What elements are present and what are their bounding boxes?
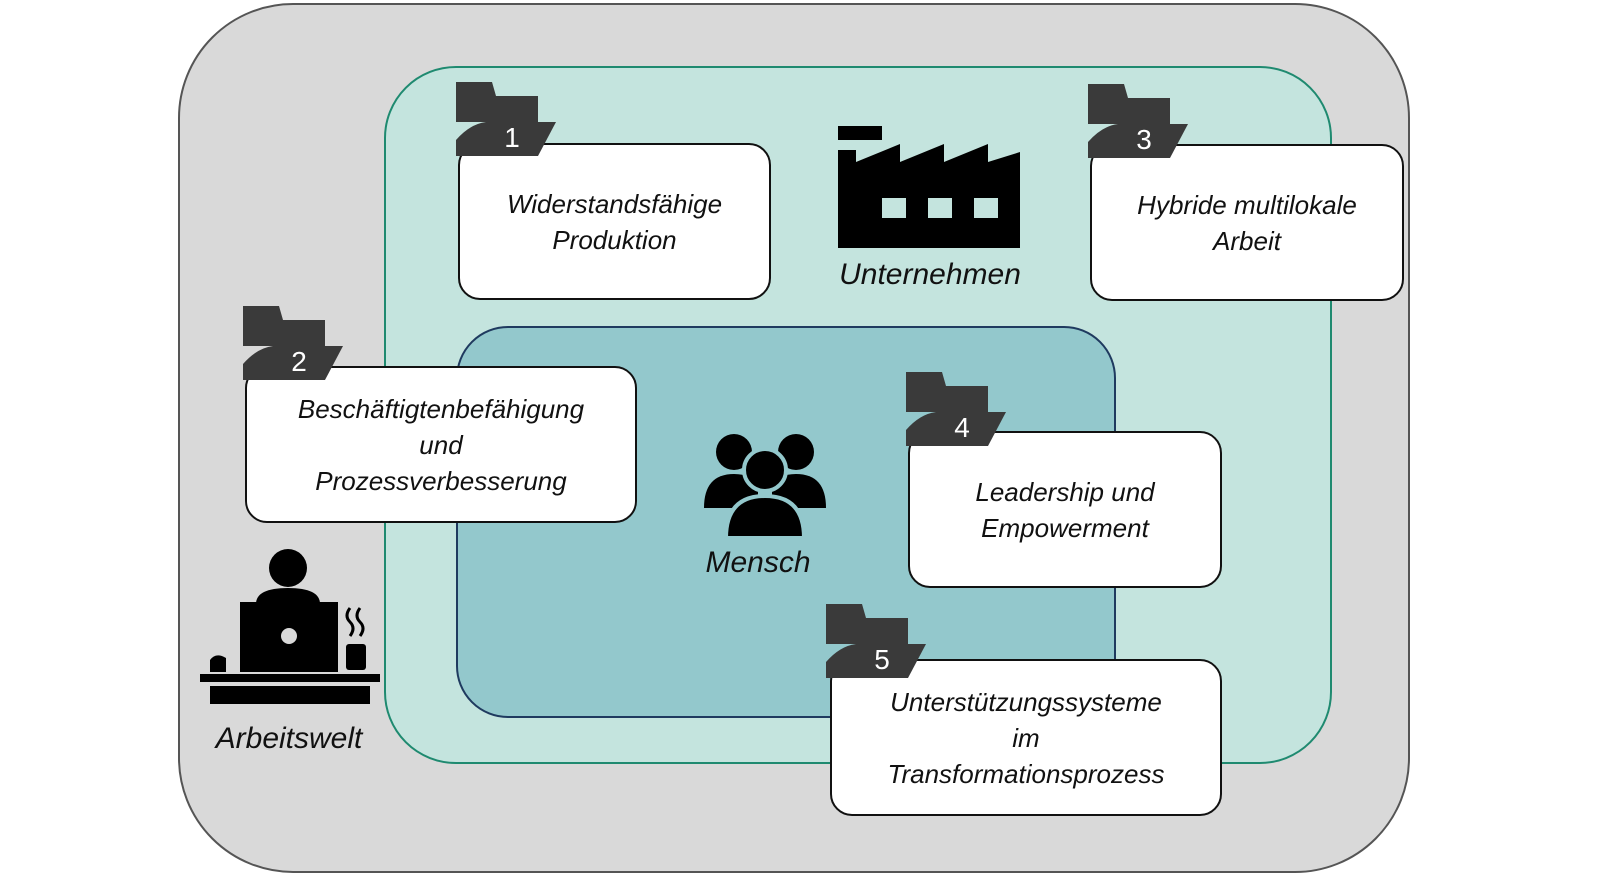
card-4: Leadership und Empowerment: [908, 431, 1222, 588]
card-3-text: Hybride multilokale Arbeit: [1137, 189, 1357, 256]
card-1-text: Widerstandsfähige Produktion: [506, 188, 723, 255]
card-2-text: Beschäftigtenbefähigung und Prozessverbe…: [297, 393, 585, 496]
folder-icon-2: 2: [243, 306, 343, 386]
folder-number-3: 3: [1136, 124, 1152, 155]
factory-icon: [838, 126, 1020, 248]
card-4-text: Leadership und Empowerment: [975, 476, 1155, 543]
card-3: Hybride multilokale Arbeit: [1090, 144, 1404, 301]
arbeitswelt-label: Arbeitswelt: [215, 722, 363, 755]
folder-number-5: 5: [874, 644, 890, 675]
folder-number-4: 4: [954, 412, 970, 443]
unternehmen-label: Unternehmen: [839, 258, 1021, 291]
mensch-label: Mensch: [705, 546, 811, 579]
card-1: Widerstandsfähige Produktion: [458, 143, 771, 300]
people-group-icon: [700, 430, 830, 540]
folder-icon-1: 1: [456, 82, 556, 162]
folder-icon-5: 5: [826, 604, 926, 684]
folder-icon-4: 4: [906, 372, 1006, 452]
card-5-text: Unterstützungssysteme im Transformations…: [887, 686, 1165, 789]
card-5: Unterstützungssysteme im Transformations…: [830, 659, 1222, 816]
folder-icon-3: 3: [1088, 84, 1188, 164]
card-2: Beschäftigtenbefähigung und Prozessverbe…: [245, 366, 637, 523]
person-at-laptop-icon: [200, 548, 380, 704]
folder-number-1: 1: [504, 122, 520, 153]
folder-number-2: 2: [291, 346, 307, 377]
